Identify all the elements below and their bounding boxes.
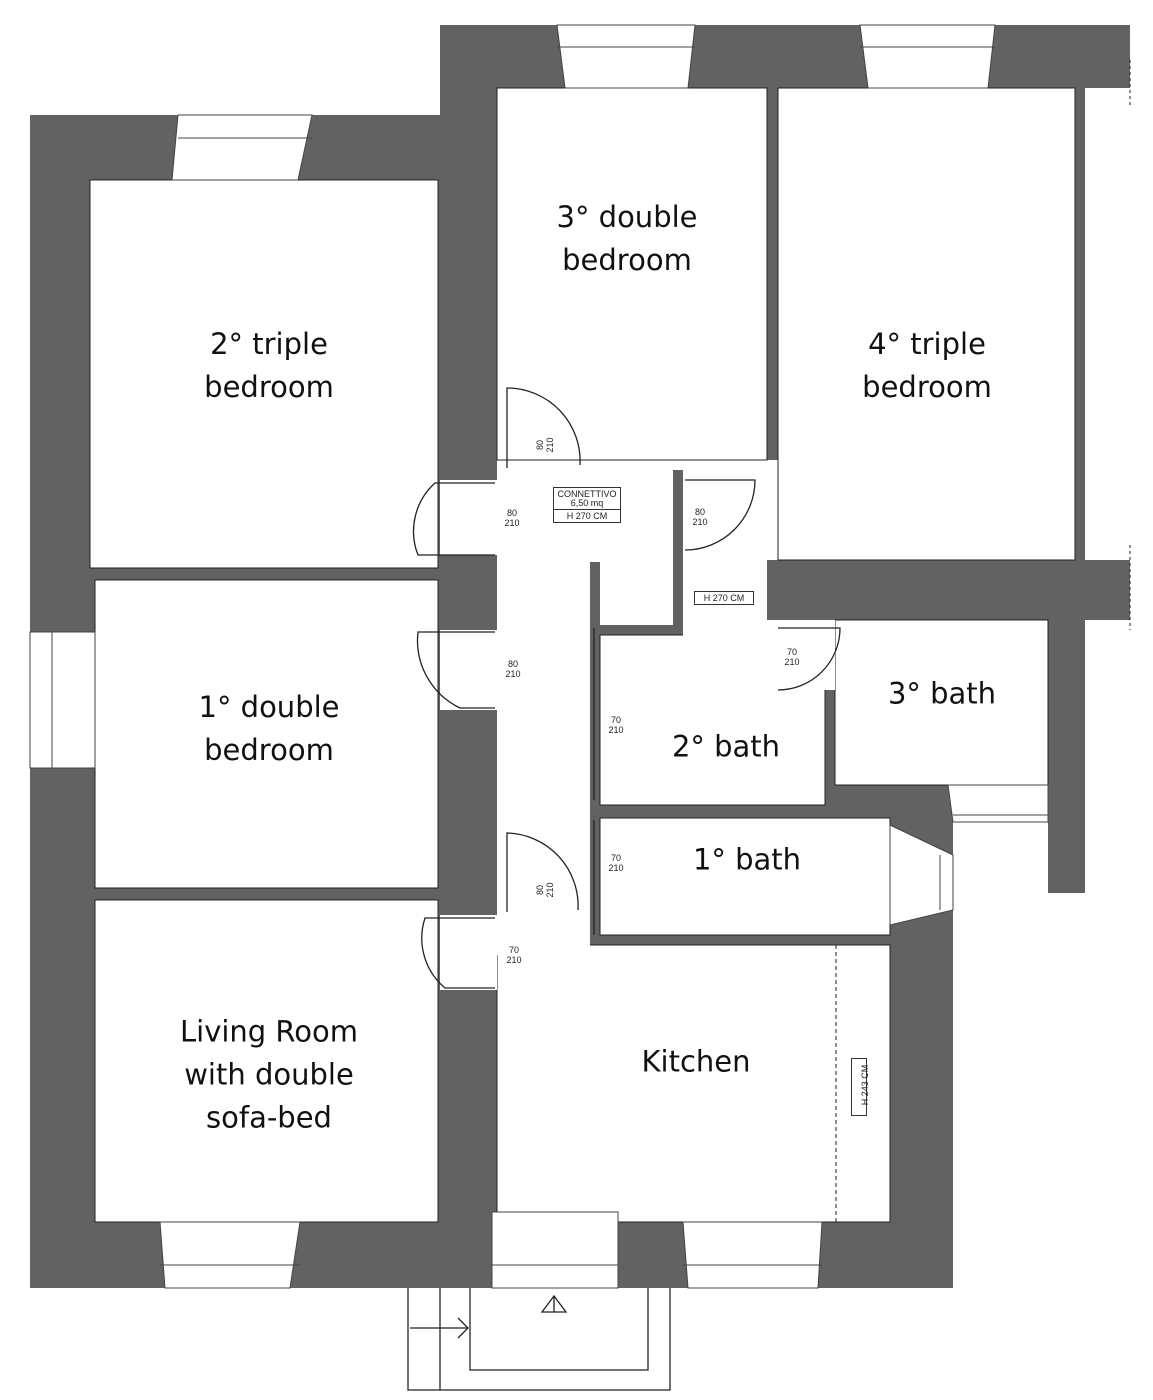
door-swings: [412, 387, 841, 1222]
entrance: [407, 60, 1131, 1391]
circulation: [440, 25, 1153, 990]
room-3-bath: [834, 619, 1049, 786]
kitchen-height-tag: H 243 CM: [851, 1058, 870, 1116]
hall-height-tag: H 270 CM: [694, 591, 754, 605]
room-kitchen: [496, 944, 891, 1223]
room-3-double-bedroom: [496, 87, 768, 461]
windows: [29, 24, 1049, 1289]
label-1-bath: 1° bath: [692, 842, 802, 877]
label-kitchen: Kitchen: [641, 1044, 751, 1079]
room-1-bath: [599, 817, 891, 936]
label-2-bath: 2° bath: [671, 729, 781, 764]
rooms: [89, 87, 1076, 1223]
room-living: [94, 899, 439, 1223]
room-2-triple-bedroom: [89, 179, 439, 569]
room-4-triple-bedroom: [777, 87, 1076, 561]
label-3-bath: 3° bath: [887, 676, 997, 711]
